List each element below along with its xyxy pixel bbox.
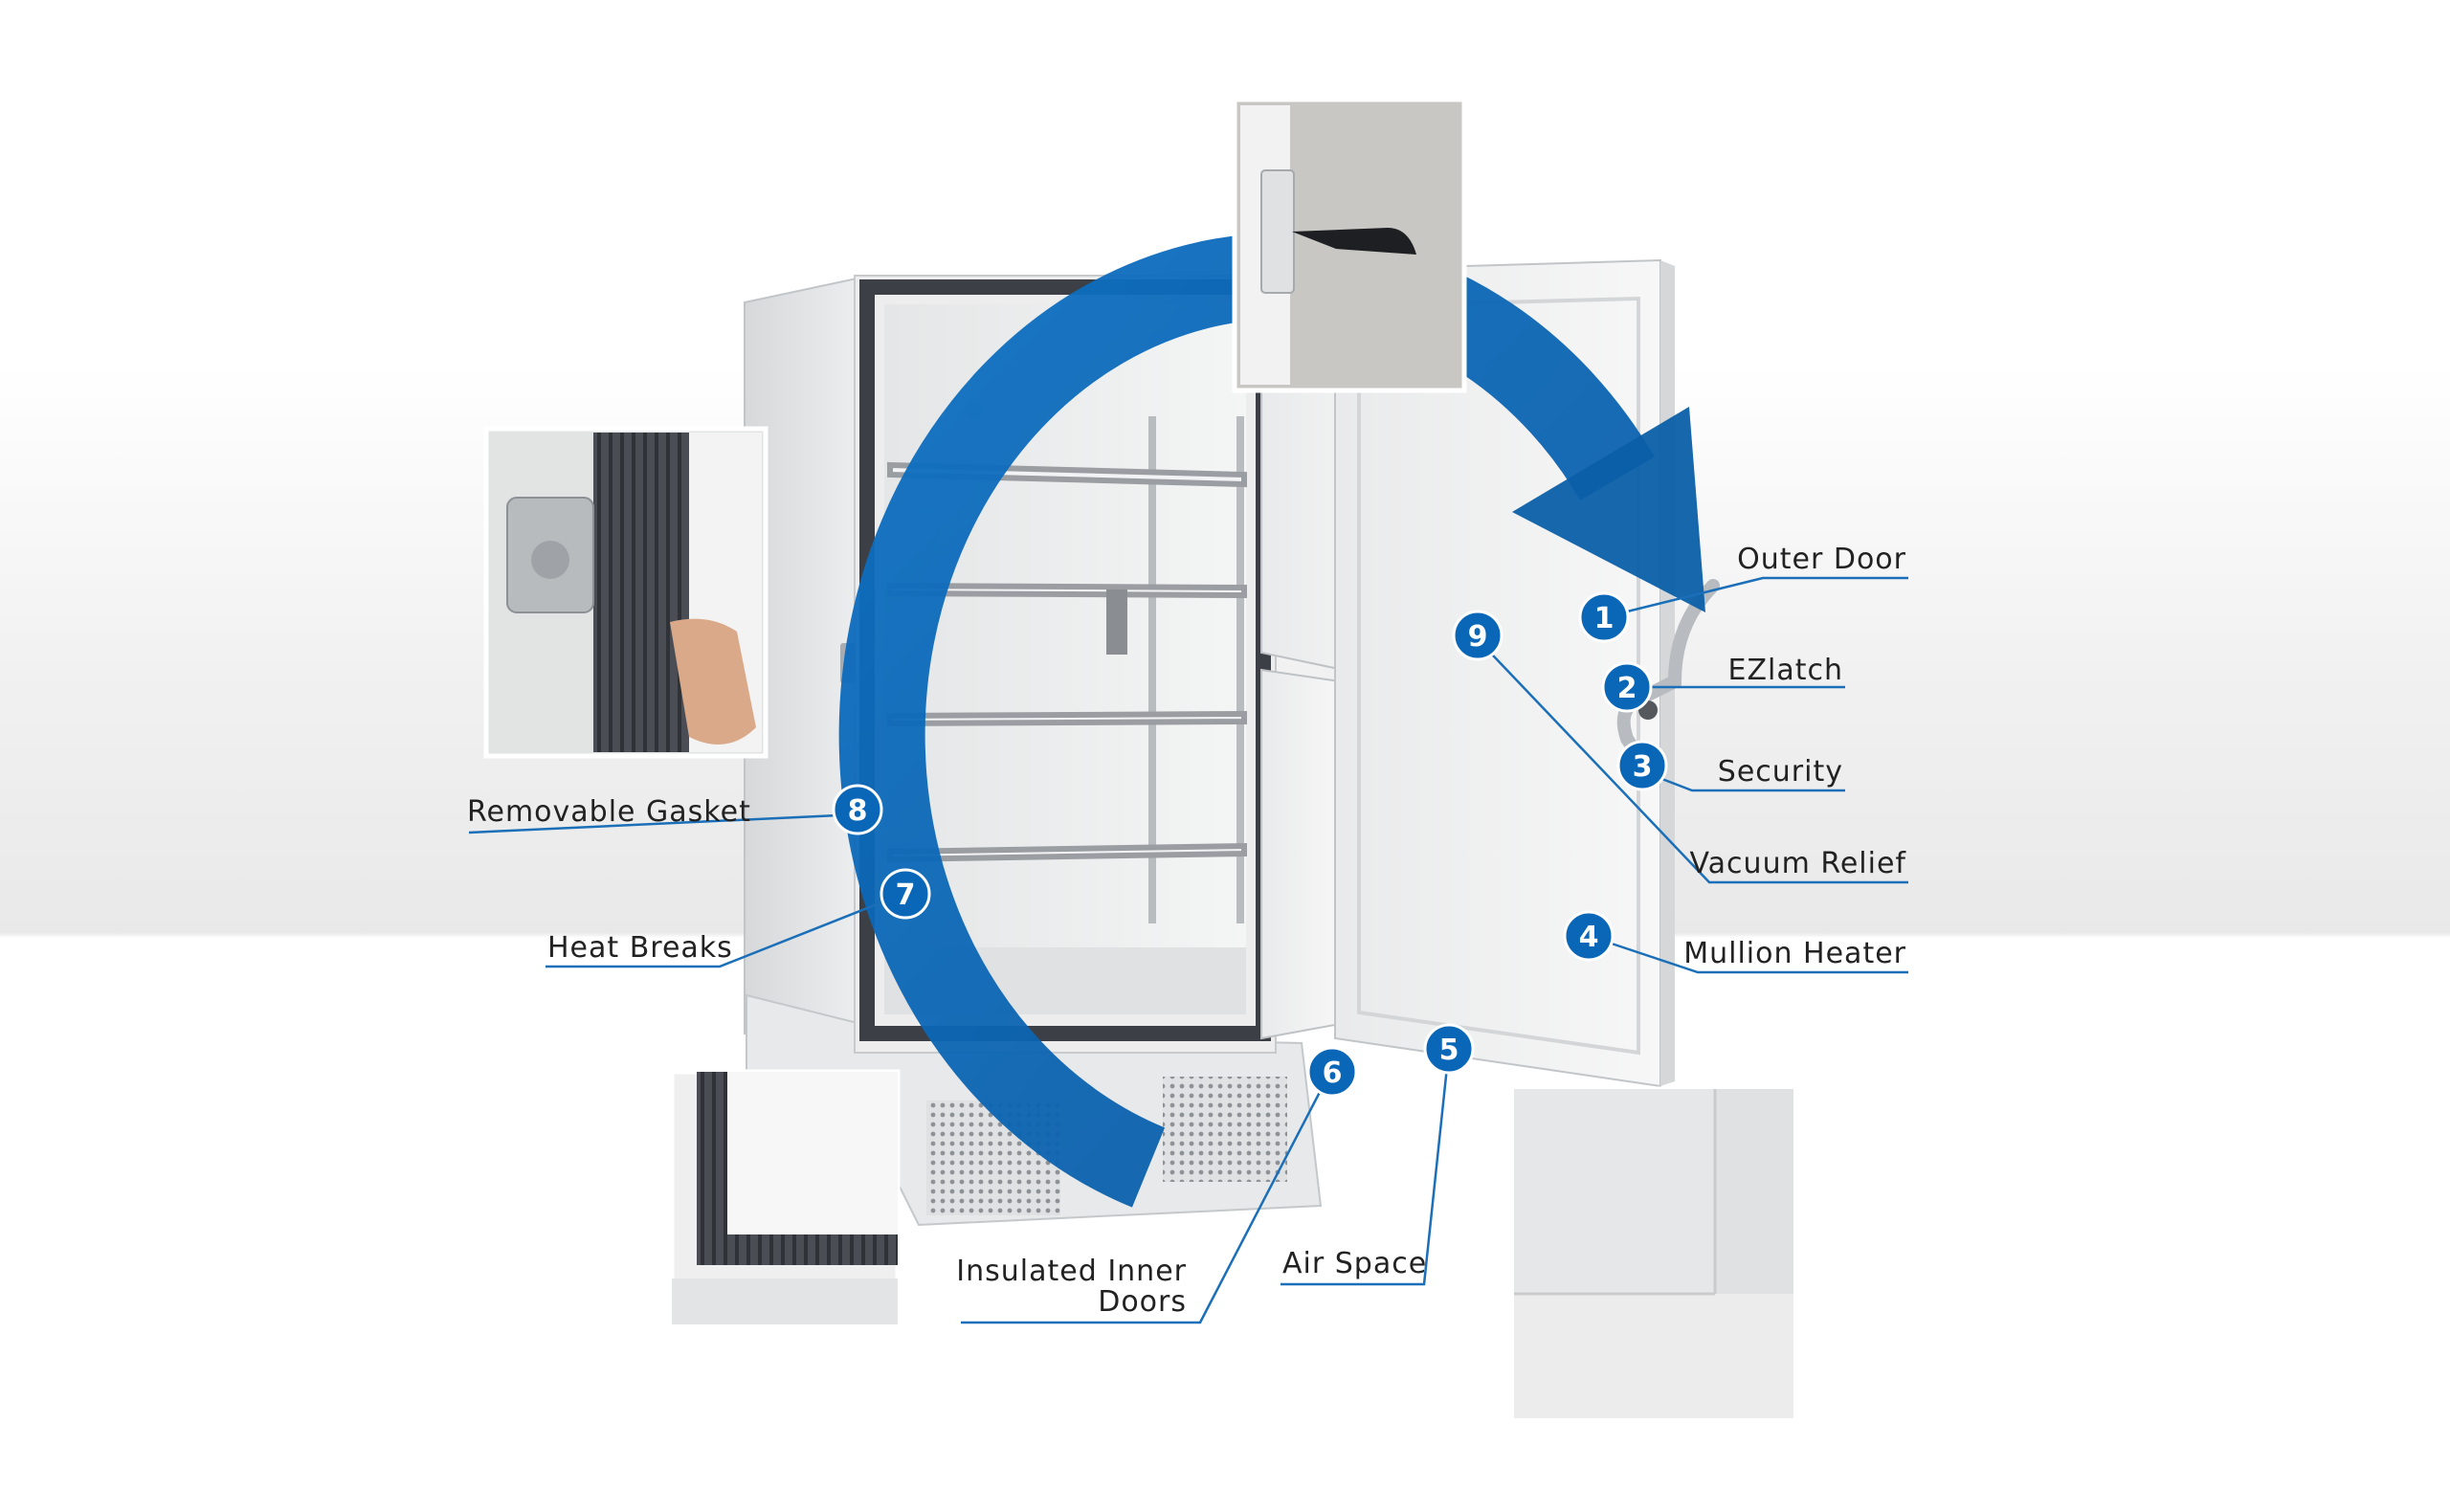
interior-vent-panel [1106,589,1127,655]
label-security: Security [1718,755,1843,789]
svg-text:9: 9 [1468,620,1488,654]
badge-7: 7 [880,868,931,920]
arrow-head [1512,407,1705,612]
label-inner-doors-line1: Insulated Inner [956,1255,1187,1288]
inset-heat-break-photo [669,1069,901,1327]
svg-text:3: 3 [1633,750,1653,784]
shelf-rail [1148,416,1156,923]
badge-2: 2 [1601,661,1653,713]
badge-8: 8 [832,784,883,835]
shelf-rail [1236,416,1244,923]
outer-door-panel [1357,296,1640,1056]
latch-lever-icon [1292,228,1416,255]
shelf [887,842,1247,863]
inset-door-corner-photo [1511,1086,1796,1421]
leader-mullion-heater [1588,934,1908,974]
label-air-space: Air Space [1282,1247,1427,1280]
leader-vacuum-relief [1475,636,1908,884]
label-inner-doors-line2: Doors [1098,1285,1187,1319]
shelf [887,710,1247,727]
svg-text:4: 4 [1579,921,1599,954]
svg-text:1: 1 [1594,602,1615,635]
label-heat-breaks: Heat Breaks [547,931,733,965]
label-ezlatch: EZlatch [1728,654,1844,687]
leader-lines [468,576,1908,1324]
svg-text:2: 2 [1617,672,1637,705]
svg-text:6: 6 [1323,1056,1343,1090]
badge-9: 9 [1452,610,1503,661]
leader-air-space [1281,1048,1451,1286]
svg-text:7: 7 [896,878,916,912]
badge-5: 5 [1423,1023,1475,1075]
callout-labels: Outer Door EZlatch Security Vacuum Relie… [467,543,1906,1319]
label-removable-gasket: Removable Gasket [467,795,751,829]
badge-6: 6 [1306,1046,1358,1098]
leader-removable-gasket [468,813,839,834]
vent-grille-right [1163,1077,1287,1182]
ezlatch-handle [1616,579,1720,774]
inner-door-lower [1260,668,1341,1040]
svg-text:8: 8 [848,794,868,828]
label-vacuum-relief: Vacuum Relief [1689,847,1906,880]
label-mullion-heater: Mullion Heater [1683,937,1906,970]
number-badges: 1 2 3 4 5 6 7 8 9 [832,591,1668,1098]
leader-inner-doors [961,1071,1332,1324]
inset-latch-photo [1232,97,1467,393]
svg-text:5: 5 [1439,1034,1459,1067]
leader-outer-door [1603,576,1908,619]
badge-3: 3 [1616,740,1668,791]
badge-4: 4 [1563,910,1615,962]
leader-heat-breaks [546,892,904,968]
label-outer-door: Outer Door [1737,543,1906,576]
badge-1: 1 [1578,591,1630,643]
inset-gasket-photo [483,426,768,759]
